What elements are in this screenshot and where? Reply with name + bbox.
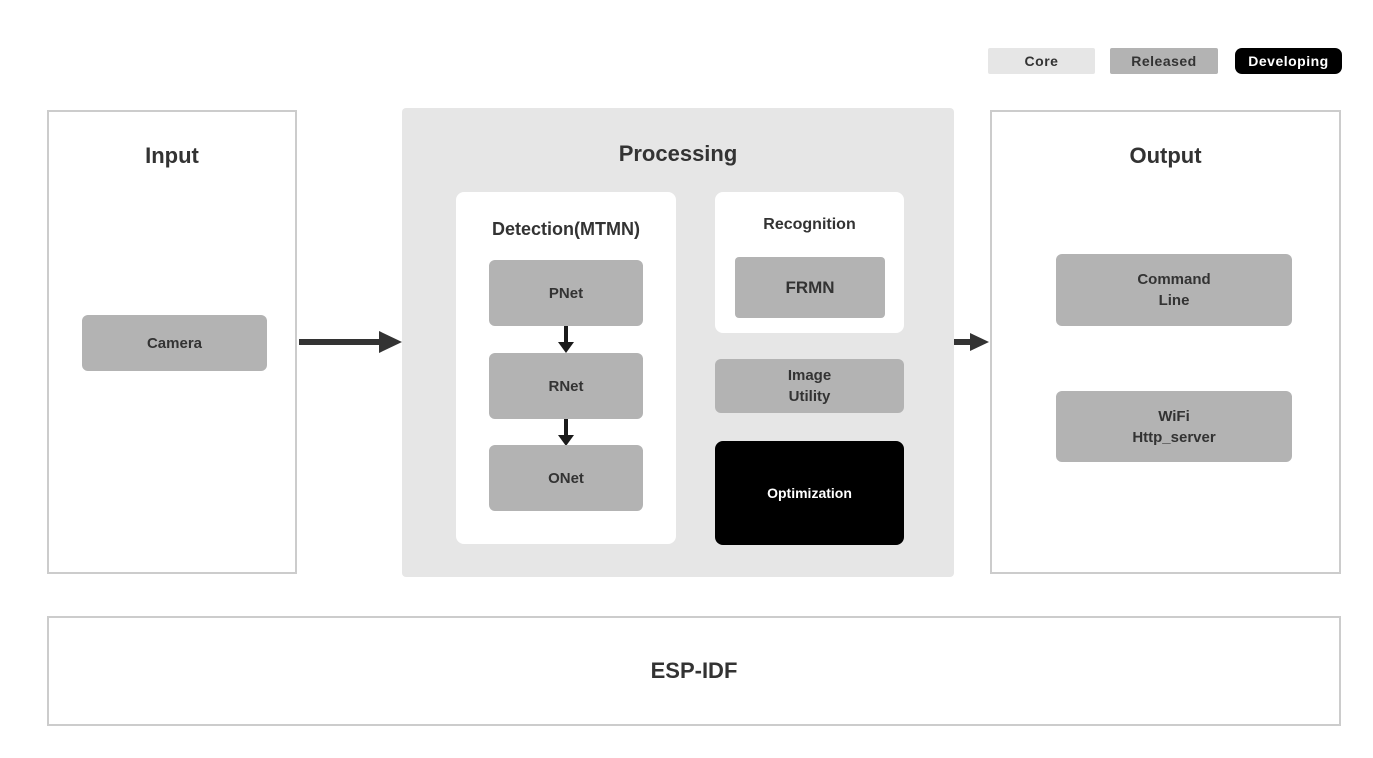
rnet-block: RNet	[489, 353, 643, 419]
wifi-label-line: Http_server	[1132, 428, 1216, 446]
optimization-label: Optimization	[767, 484, 852, 501]
arrow-line	[954, 339, 972, 345]
esp-idf-panel: ESP-IDF	[47, 616, 1341, 726]
image-utility-label-line: Utility	[788, 388, 831, 405]
image-utility-label-line: Image	[787, 367, 832, 384]
arrow-head-icon	[558, 435, 574, 446]
output-panel-title: Output	[1129, 143, 1202, 168]
onet-block: ONet	[489, 445, 643, 511]
onet-label: ONet	[548, 469, 584, 487]
recognition-group: Recognition FRMN	[715, 192, 904, 333]
frmn-label: FRMN	[785, 278, 835, 297]
legend-item-released: Released	[1110, 48, 1218, 74]
arrow-line	[564, 326, 568, 343]
detection-group: Detection(MTMN) PNet RNet ONet	[456, 192, 676, 544]
legend-item-developing: Developing	[1235, 48, 1342, 74]
pnet-block: PNet	[489, 260, 643, 326]
input-panel: Input Camera	[47, 110, 297, 574]
command-line-label-line: Line	[1158, 292, 1190, 309]
input-panel-title: Input	[145, 143, 199, 168]
command-line-label-line: Command	[1137, 271, 1211, 288]
pnet-label: PNet	[548, 284, 584, 302]
arrow-line	[564, 419, 568, 436]
esp-idf-title: ESP-IDF	[650, 658, 738, 683]
processing-panel: Processing Detection(MTMN) PNet RNet ONe…	[402, 108, 954, 577]
arrow-line	[299, 339, 381, 345]
command-line-block: Command Line	[1056, 254, 1292, 326]
recognition-group-title: Recognition	[763, 216, 856, 233]
arrow-head-icon	[558, 342, 574, 353]
processing-panel-title: Processing	[618, 141, 738, 166]
camera-block: Camera	[82, 315, 267, 371]
arrow-head-icon	[970, 333, 989, 351]
wifi-http-server-block: WiFi Http_server	[1056, 391, 1292, 462]
rnet-label: RNet	[548, 377, 584, 395]
frmn-block: FRMN	[735, 257, 885, 318]
image-utility-block: Image Utility	[715, 359, 904, 413]
optimization-block: Optimization	[715, 441, 904, 545]
arrow-head-icon	[379, 331, 402, 353]
wifi-label-line: WiFi	[1158, 407, 1190, 425]
camera-label: Camera	[146, 334, 203, 352]
legend-item-core: Core	[988, 48, 1095, 74]
output-panel: Output Command Line WiFi Http_server	[990, 110, 1341, 574]
detection-group-title: Detection(MTMN)	[492, 219, 640, 239]
